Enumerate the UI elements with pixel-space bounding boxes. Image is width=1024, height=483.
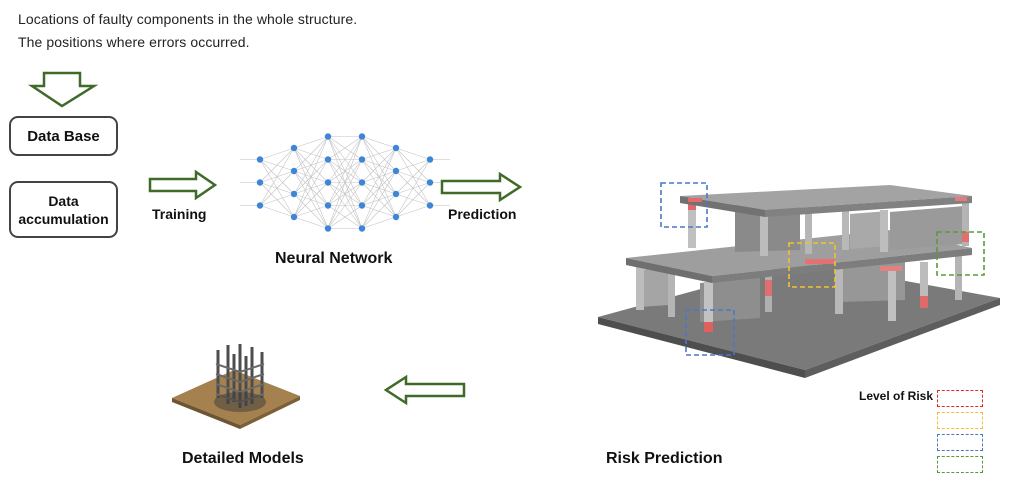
nn-node: [358, 179, 366, 186]
nn-edge: [293, 216, 329, 229]
nn-edge: [259, 147, 295, 206]
legend-swatch: [937, 412, 983, 429]
nn-edge: [327, 136, 363, 229]
nn-node: [426, 156, 434, 163]
nn-edge: [361, 147, 397, 183]
nn-node: [290, 190, 298, 198]
nn-node: [290, 144, 298, 152]
nn-node: [324, 133, 332, 140]
nn-node: [324, 179, 332, 186]
nn-node: [256, 179, 264, 186]
nn-edge: [259, 170, 295, 206]
neural-network-label: Neural Network: [275, 250, 393, 267]
nn-edge: [361, 147, 397, 229]
nn-node: [358, 133, 366, 140]
nn-node: [392, 167, 400, 175]
nn-edge: [293, 182, 329, 218]
nn-edge: [361, 147, 397, 206]
nn-node: [392, 144, 400, 152]
data-accumulation-box: Data accumulation: [9, 181, 118, 238]
nn-edge: [293, 136, 329, 195]
nn-node: [358, 156, 366, 163]
training-arrow-icon: [148, 169, 218, 201]
neural-network-diagram: [240, 133, 450, 232]
prediction-arrow-icon: [440, 171, 523, 203]
nn-node: [426, 179, 434, 186]
legend-title: Level of Risk: [859, 389, 934, 403]
nn-edge: [259, 205, 295, 218]
nn-edge: [395, 205, 431, 218]
nn-node: [290, 213, 298, 221]
nn-node: [358, 225, 366, 232]
nn-node: [392, 213, 400, 221]
nn-node: [324, 156, 332, 163]
caption-line-1: Locations of faulty components in the wh…: [18, 11, 358, 27]
nn-edge: [361, 147, 397, 160]
training-label: Training: [152, 206, 207, 222]
nn-edge: [293, 136, 329, 218]
nn-edge: [361, 193, 397, 229]
nn-node: [290, 167, 298, 175]
nn-node: [426, 202, 434, 209]
legend-swatch: [937, 456, 983, 473]
nn-node: [358, 202, 366, 209]
nn-edge: [293, 136, 329, 149]
nn-edge: [327, 136, 363, 206]
nn-edge: [293, 159, 329, 218]
nn-edge: [361, 216, 397, 229]
nn-node: [256, 156, 264, 163]
nn-edge: [327, 136, 363, 160]
nn-node: [392, 190, 400, 198]
nn-edge: [395, 159, 431, 172]
nn-edge: [395, 159, 431, 195]
risk-prediction-label: Risk Prediction: [606, 450, 723, 467]
nn-edge: [395, 147, 431, 160]
nn-edge: [395, 182, 431, 218]
risk-legend: [937, 390, 987, 478]
nn-node: [324, 202, 332, 209]
return-arrow-icon: [383, 374, 466, 406]
nn-edge: [327, 182, 363, 229]
nn-edge: [259, 147, 295, 183]
caption-line-2: The positions where errors occurred.: [18, 34, 250, 50]
nn-edge: [327, 205, 363, 229]
nn-edge: [259, 193, 295, 206]
detailed-models-label: Detailed Models: [182, 450, 304, 467]
nn-edge: [395, 159, 431, 218]
nn-edge: [327, 159, 363, 229]
nn-edge: [327, 136, 363, 183]
nn-edge: [361, 170, 397, 229]
building-model-image: [598, 182, 1000, 378]
nn-edge: [259, 147, 295, 160]
nn-edge: [293, 205, 329, 218]
nn-node: [324, 225, 332, 232]
detailed-model-image: [172, 344, 300, 429]
legend-swatch: [937, 434, 983, 451]
nn-edge: [361, 136, 397, 149]
data-accumulation-label: Data accumulation: [18, 192, 109, 227]
legend-swatch: [937, 390, 983, 407]
nn-node: [256, 202, 264, 209]
nn-edge: [293, 136, 329, 172]
database-label: Data Base: [27, 127, 100, 145]
database-box: Data Base: [9, 116, 118, 156]
down-arrow-icon: [27, 71, 99, 108]
prediction-label: Prediction: [448, 206, 517, 222]
